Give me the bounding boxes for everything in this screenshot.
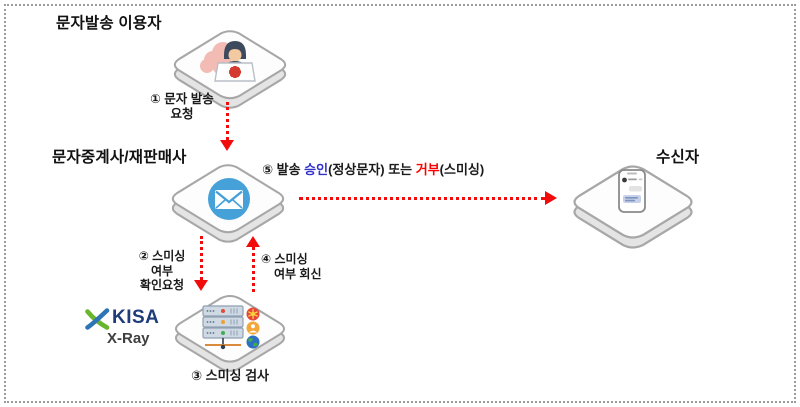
kisa-logo-product: X-Ray bbox=[107, 330, 150, 347]
mail-icon bbox=[208, 178, 250, 220]
server-icon bbox=[202, 305, 260, 350]
smartphone-icon bbox=[618, 169, 646, 213]
arrow-step1-head bbox=[220, 140, 234, 151]
arrow-step5-line bbox=[299, 197, 545, 200]
approve-text: 승인 bbox=[304, 162, 329, 177]
kisa-logo-name: KISA bbox=[112, 307, 160, 328]
step5-label: ⑤ 발송 승인(정상문자) 또는 거부(스미싱) bbox=[262, 162, 485, 177]
reject-text: 거부 bbox=[415, 162, 440, 177]
arrow-step2-line bbox=[200, 236, 203, 280]
step4-label: ④ 스미싱 여부 회신 bbox=[261, 252, 322, 281]
sender-title: 문자발송 이용자 bbox=[56, 15, 162, 32]
step2-label: ② 스미싱 여부 확인요청 bbox=[138, 249, 186, 292]
arrow-step4-line bbox=[252, 247, 255, 292]
step3-label: ③ 스미싱 검사 bbox=[190, 368, 270, 383]
step1-label: ① 문자 발송 요청 bbox=[150, 92, 214, 121]
relay-title: 문자중계사/재판매사 bbox=[52, 149, 187, 166]
arrow-step2-head bbox=[194, 280, 208, 291]
arrow-step4-head bbox=[246, 236, 260, 247]
receiver-title: 수신자 bbox=[656, 149, 700, 166]
arrow-step5-head bbox=[545, 191, 557, 205]
hacker-laptop-icon bbox=[200, 41, 256, 82]
arrow-step1-line bbox=[226, 102, 229, 140]
kisa-logo-icon bbox=[85, 308, 110, 330]
